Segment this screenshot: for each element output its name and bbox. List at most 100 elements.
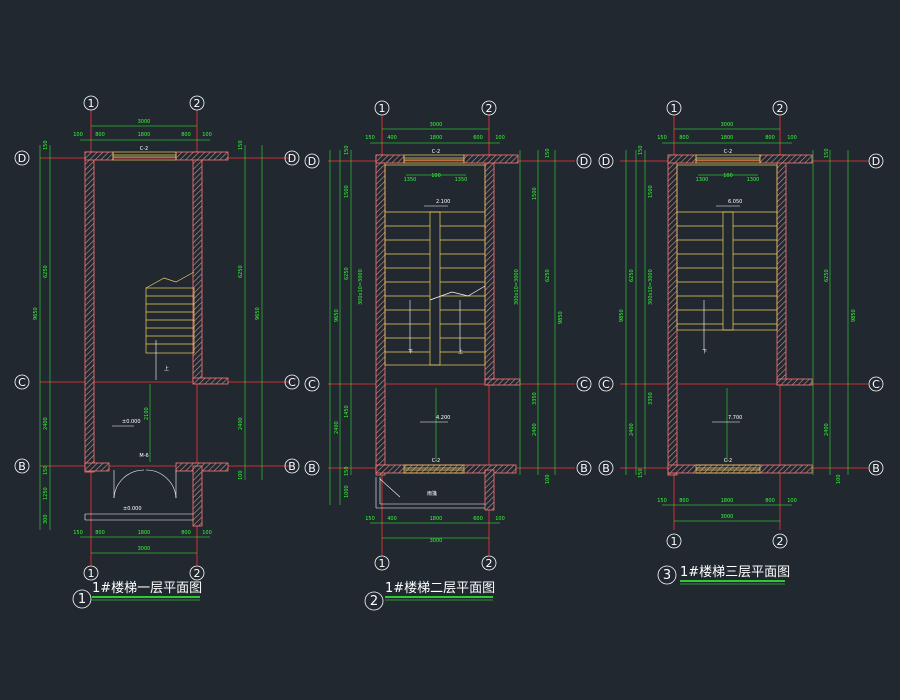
canopy [375, 477, 485, 509]
dim-bot-d: 600 [473, 516, 483, 522]
down-label: 下 [702, 349, 707, 355]
axis-1-top: 1 [379, 102, 386, 115]
dim-top-a: 100 [73, 132, 83, 138]
dim-left-h: 1000 [344, 485, 350, 498]
dim-left-h: 150 [638, 468, 644, 478]
window-bottom-label: C-2 [432, 458, 440, 464]
plan-number: 3 [663, 568, 671, 583]
dim-right-b: 6250 [824, 269, 830, 282]
dim-left-b: 1500 [344, 185, 350, 198]
dim-left-e: 9850 [619, 309, 625, 322]
dim-right-e: 100 [836, 474, 842, 484]
axis-2-bottom: 2 [777, 535, 784, 548]
plan-number: 1 [78, 592, 86, 607]
dim-bot-a: 150 [73, 530, 83, 536]
landing-level: 2.100 [436, 199, 450, 205]
dim-right-f: 3350 [532, 392, 538, 405]
axis-d-right: D [580, 155, 588, 168]
dim-right-d: 2400 [238, 417, 244, 430]
dim-right-c: 300x10=3000 [514, 269, 520, 305]
plan-1: 1 2 D C B D C B 1 2 3000 100 800 1800 80… [14, 95, 300, 609]
window-top-label: C-2 [724, 149, 732, 155]
dim-top-c: 1800 [721, 135, 734, 141]
plan-3: 1 2 D C B D C B 1 2 3000 150 800 1800 80… [598, 100, 884, 585]
axis-c-right: C [580, 378, 588, 391]
level-label-2: ±0.000 [123, 506, 142, 512]
door-label: M-6 [139, 453, 148, 459]
level-label-1: ±0.000 [122, 419, 141, 425]
window-top [695, 154, 761, 164]
dim-top-b: 400 [387, 135, 397, 141]
dim-left-f: 1250 [43, 487, 49, 500]
dim-bot-c: 1800 [138, 530, 151, 536]
plan-title: 1#楼梯三层平面图 [680, 565, 790, 580]
axis-d-right: D [872, 155, 880, 168]
dim-bot-total: 3000 [721, 514, 734, 520]
plan-title: 1#楼梯二层平面图 [385, 581, 495, 596]
dim-left-c: 300x10=3000 [648, 269, 654, 305]
dim-right-d: 6250 [545, 269, 551, 282]
dim-right-d: 2400 [824, 423, 830, 436]
axis-b-right: B [288, 460, 296, 473]
dim-left-f: 1450 [344, 405, 350, 418]
dim-lines [329, 128, 556, 539]
window-label: C-2 [140, 146, 148, 152]
axis-b-left: B [602, 462, 610, 475]
dim-left-b: 6250 [43, 265, 49, 278]
dim-right-a: 150 [824, 148, 830, 158]
dim-left-d: 6250 [344, 267, 350, 280]
dim-bot-total: 3000 [430, 538, 443, 544]
door [113, 469, 177, 499]
dim-bot-b: 800 [95, 530, 105, 536]
dim-stair-b: 100 [431, 173, 441, 179]
window-top [403, 154, 465, 164]
dim-right-a: 150 [545, 148, 551, 158]
axis-c-right: C [872, 378, 880, 391]
dim-top-d: 600 [473, 135, 483, 141]
axis-2-bottom: 2 [194, 567, 201, 580]
up-label: 上 [164, 365, 169, 372]
dim-right-a: 150 [238, 140, 244, 150]
axis-d-right: D [288, 152, 296, 165]
axis-1-bottom: 1 [671, 535, 678, 548]
window-bottom-label: C-2 [724, 458, 732, 464]
dim-bot-e: 100 [202, 530, 212, 536]
dim-left-a: 150 [43, 140, 49, 150]
dim-top-a: 150 [365, 135, 375, 141]
canopy-label: 雨篷 [427, 490, 437, 497]
dim-left-g: 2400 [629, 423, 635, 436]
dim-left-g: 2400 [334, 421, 340, 434]
dim-right-b: 6250 [238, 265, 244, 278]
dim-left-d: 6250 [629, 269, 635, 282]
axis-2-bottom: 2 [486, 557, 493, 570]
dim-bot-c: 1800 [721, 498, 734, 504]
stair [676, 164, 778, 331]
axis-2-top: 2 [777, 102, 784, 115]
dim-bot-a: 150 [365, 516, 375, 522]
axis-c-left: C [18, 376, 26, 389]
floor-level: 7.700 [728, 415, 742, 421]
dim-stair-b: 100 [723, 173, 733, 179]
dim-bot-b: 400 [387, 516, 397, 522]
dim-right-e: 100 [238, 470, 244, 480]
axis-bubbles [304, 100, 592, 611]
up-label: 上 [458, 348, 463, 355]
plan-number: 2 [370, 594, 378, 609]
dim-top-total: 3000 [138, 119, 151, 125]
dim-stair-c: 1300 [747, 177, 760, 183]
stair [145, 271, 195, 354]
dim-bot-c: 1800 [430, 516, 443, 522]
dim-top-total: 3000 [430, 122, 443, 128]
axis-b-right: B [580, 462, 588, 475]
down-label: 下 [408, 349, 413, 355]
dim-bot-d: 800 [181, 530, 191, 536]
axis-bubbles [14, 95, 300, 609]
dim-bot-a: 150 [657, 498, 667, 504]
dim-stair-a: 1300 [696, 177, 709, 183]
dim-right-c: 9650 [255, 307, 261, 320]
landing-level: 6.050 [728, 199, 742, 205]
axis-c-right: C [288, 376, 296, 389]
axis-1-bottom: 1 [88, 567, 95, 580]
